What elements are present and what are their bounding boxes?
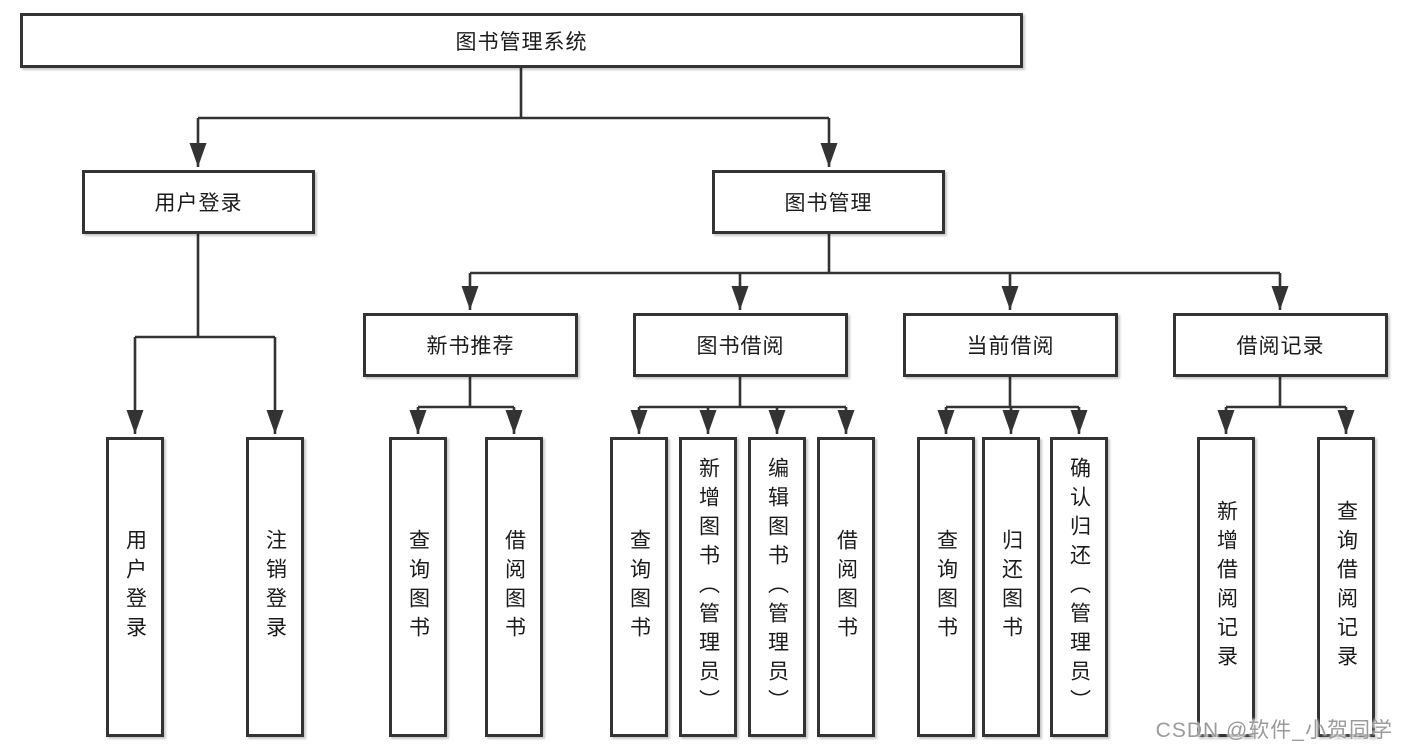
watermark: CSDN @软件_小贺同学 [1155,719,1393,742]
node-book-borrowing: 图书借阅 [633,313,848,377]
leaf-label: 查询借阅记录 [1334,500,1358,674]
leaf-records-query: 查询借阅记录 [1317,437,1375,737]
leaf-label: 归还图书 [999,529,1023,645]
leaf-borrowing-add-admin: 新增图书（管理员） [679,437,737,737]
leaf-newbooks-query: 查询图书 [389,437,447,737]
node-root-label: 图书管理系统 [455,30,588,54]
leaf-label: 查询图书 [627,529,651,645]
node-user-login-label: 用户登录 [154,192,243,215]
leaf-label: 查询图书 [934,529,958,645]
leaf-label: 借阅图书 [502,529,526,645]
node-book-mgmt: 图书管理 [712,170,945,234]
node-user-login: 用户登录 [82,170,315,234]
node-current-borrowing: 当前借阅 [903,313,1118,377]
leaf-label: 编辑图书（管理员） [765,456,789,718]
node-borrowing-records-label: 借阅记录 [1236,335,1325,358]
node-book-borrowing-label: 图书借阅 [696,335,785,358]
leaf-label: 查询图书 [406,529,430,645]
node-new-books: 新书推荐 [363,313,578,377]
leaf-label: 注销登录 [263,529,287,645]
node-root: 图书管理系统 [20,13,1023,68]
node-book-mgmt-label: 图书管理 [784,192,873,215]
leaf-borrowing-query: 查询图书 [610,437,668,737]
leaf-label: 用户登录 [123,529,147,645]
leaf-logout: 注销登录 [246,437,304,737]
leaf-newbooks-borrow: 借阅图书 [485,437,543,737]
node-current-borrowing-label: 当前借阅 [966,335,1055,358]
node-new-books-label: 新书推荐 [426,335,515,358]
leaf-user-login: 用户登录 [106,437,164,737]
leaf-borrowing-edit-admin: 编辑图书（管理员） [748,437,806,737]
leaf-current-return: 归还图书 [982,437,1040,737]
leaf-label: 确认归还（管理员） [1067,456,1091,718]
leaf-label: 新增图书（管理员） [696,456,720,718]
leaf-label: 借阅图书 [834,529,858,645]
leaf-borrowing-borrow: 借阅图书 [817,437,875,737]
node-borrowing-records: 借阅记录 [1173,313,1388,377]
connector-group [126,68,1355,434]
leaf-label: 新增借阅记录 [1214,500,1238,674]
leaf-current-query: 查询图书 [917,437,975,737]
leaf-records-add: 新增借阅记录 [1197,437,1255,737]
leaf-current-confirm-admin: 确认归还（管理员） [1050,437,1108,737]
